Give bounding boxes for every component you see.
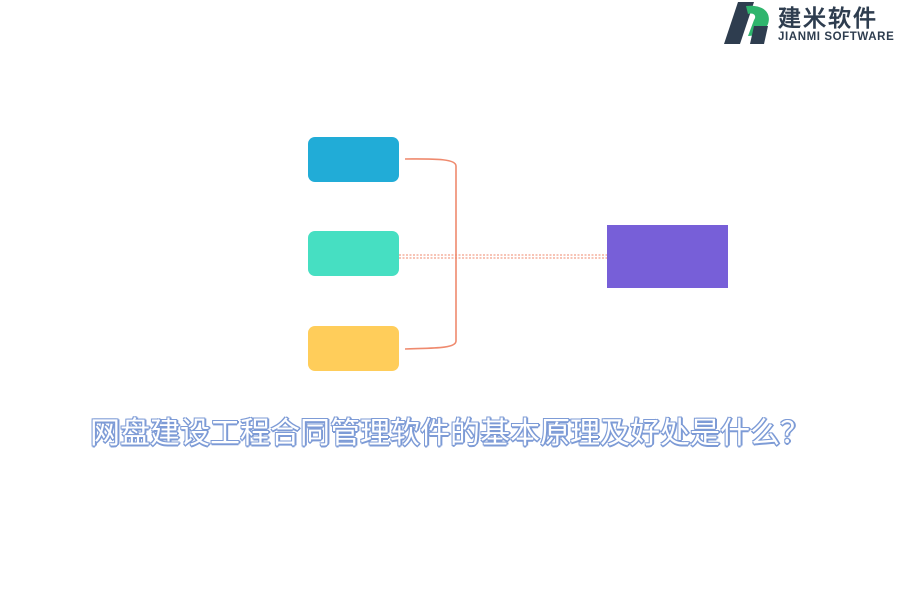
central-node <box>607 225 728 288</box>
page-title: 网盘建设工程合同管理软件的基本原理及好处是什么？ <box>90 416 810 451</box>
brand-name-cn: 建米软件 <box>778 6 878 32</box>
jianmi-logo-icon <box>724 2 769 44</box>
brand-name-en: JIANMI SOFTWARE <box>778 31 895 43</box>
bracket-connector <box>404 158 457 350</box>
branch-node-3 <box>308 326 399 371</box>
branch-node-2 <box>308 231 399 276</box>
branch-node-1 <box>308 137 399 182</box>
brand-logo: 建米软件 JIANMI SOFTWARE <box>720 0 900 48</box>
